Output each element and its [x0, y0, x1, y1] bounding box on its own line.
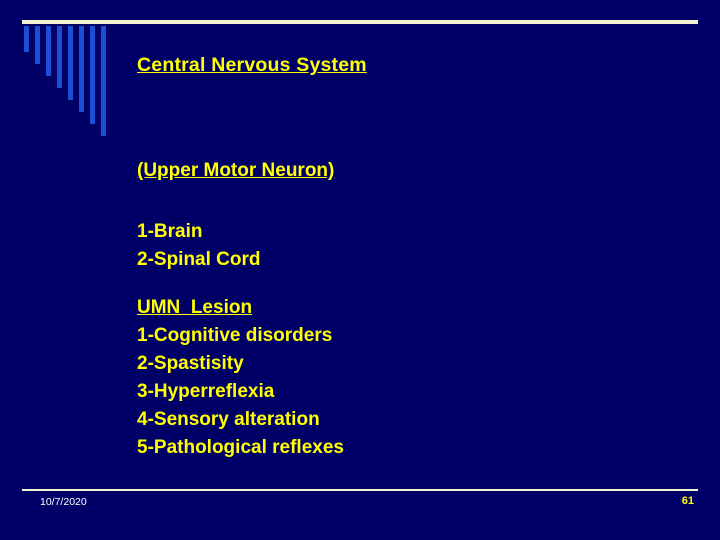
lesion-item-2: 2-Spastisity: [137, 353, 244, 374]
lesion-item-4: 4-Sensory alteration: [137, 409, 320, 430]
top-divider: [22, 20, 698, 24]
lesion-item-1: 1-Cognitive disorders: [137, 325, 333, 346]
slide-content: Central Nervous System (Upper Motor Neur…: [137, 52, 677, 462]
fan-bar-6: [79, 26, 84, 112]
footer-date: 10/7/2020: [40, 496, 87, 508]
fan-bar-5: [68, 26, 73, 100]
bottom-divider: [22, 489, 698, 491]
fan-bar-2: [35, 26, 40, 64]
spacer-parts-lesion: [137, 274, 677, 294]
part-item-1: 1-Brain: [137, 221, 203, 242]
footer-page-number: 61: [681, 495, 694, 507]
slide-subtitle: (Upper Motor Neuron): [137, 160, 335, 181]
spacer-title-subtitle: [137, 78, 677, 158]
fan-bar-8: [101, 26, 106, 136]
fan-bar-3: [46, 26, 51, 76]
lesion-heading: UMN Lesion: [137, 297, 253, 318]
lesion-item-3: 3-Hyperreflexia: [137, 381, 275, 402]
slide-title: Central Nervous System: [137, 54, 367, 76]
part-item-2: 2-Spinal Cord: [137, 249, 261, 270]
decorative-bar-fan: [24, 26, 124, 141]
fan-bar-7: [90, 26, 95, 124]
spacer-subtitle-body: [137, 184, 677, 218]
fan-bar-4: [57, 26, 62, 88]
lesion-item-5: 5-Pathological reflexes: [137, 437, 344, 458]
fan-bar-1: [24, 26, 29, 52]
